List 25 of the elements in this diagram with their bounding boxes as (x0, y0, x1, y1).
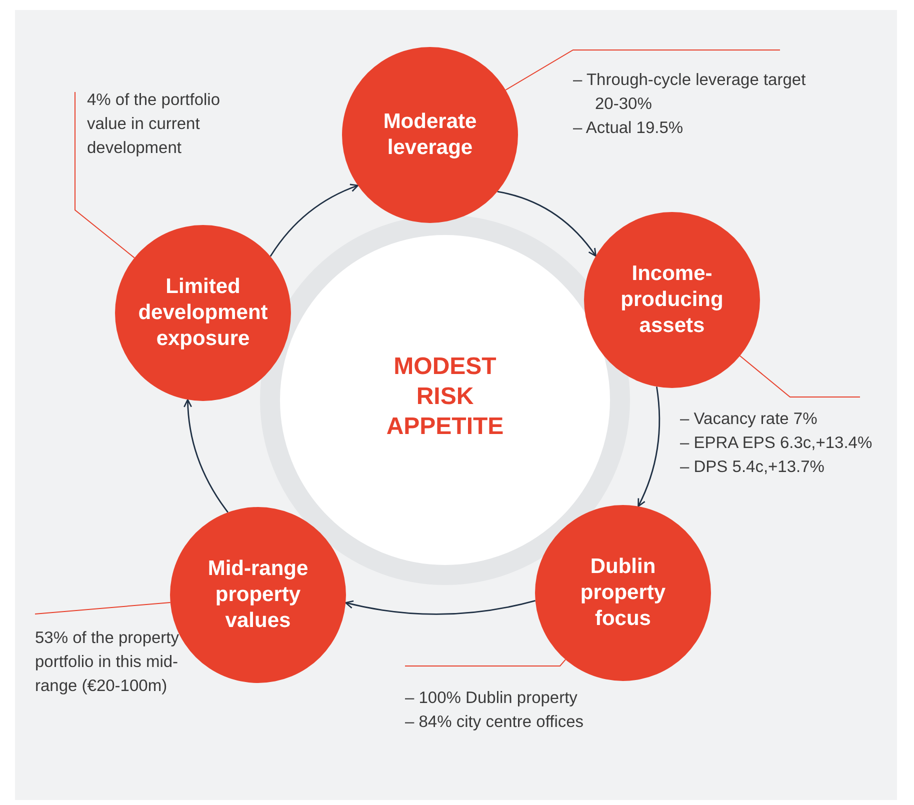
circle-label: Income-producing assets (620, 261, 724, 339)
leader-line (505, 50, 780, 90)
annotation-text: – EPRA EPS 6.3c,+13.4% (680, 433, 874, 454)
arrow (184, 399, 228, 513)
circle-label: Mid-range property values (206, 556, 310, 634)
annotation-text: 4% of the portfolio value in current development (87, 90, 221, 159)
leader-line (74, 92, 135, 258)
arrow (497, 190, 596, 257)
circle-label: Limited development exposure (138, 274, 268, 352)
annotation-text: – 100% Dublin property (405, 688, 578, 709)
annotation-text: – 84% city centre offices (405, 712, 585, 733)
leader-line (404, 659, 566, 666)
circle-label: Dublin property focus (579, 554, 667, 632)
annotation-text: – Vacancy rate 7% (680, 409, 818, 430)
annotation-text: – Through-cycle leverage target 20-30% (573, 70, 807, 115)
annotation-text: – DPS 5.4c,+13.7% (680, 457, 826, 478)
leader-line (740, 355, 860, 398)
leader-line (34, 602, 171, 614)
arrow (345, 600, 536, 615)
annotation-text: 53% of the property portfolio in this mid-range (€20-100m) (35, 628, 180, 697)
arrow (270, 184, 359, 257)
annotation-text: – Actual 19.5% (573, 118, 684, 139)
circle-label: Moderate leverage (382, 109, 478, 161)
center-title: MODEST RISK APPETITE (386, 353, 504, 440)
arrow (638, 386, 660, 507)
